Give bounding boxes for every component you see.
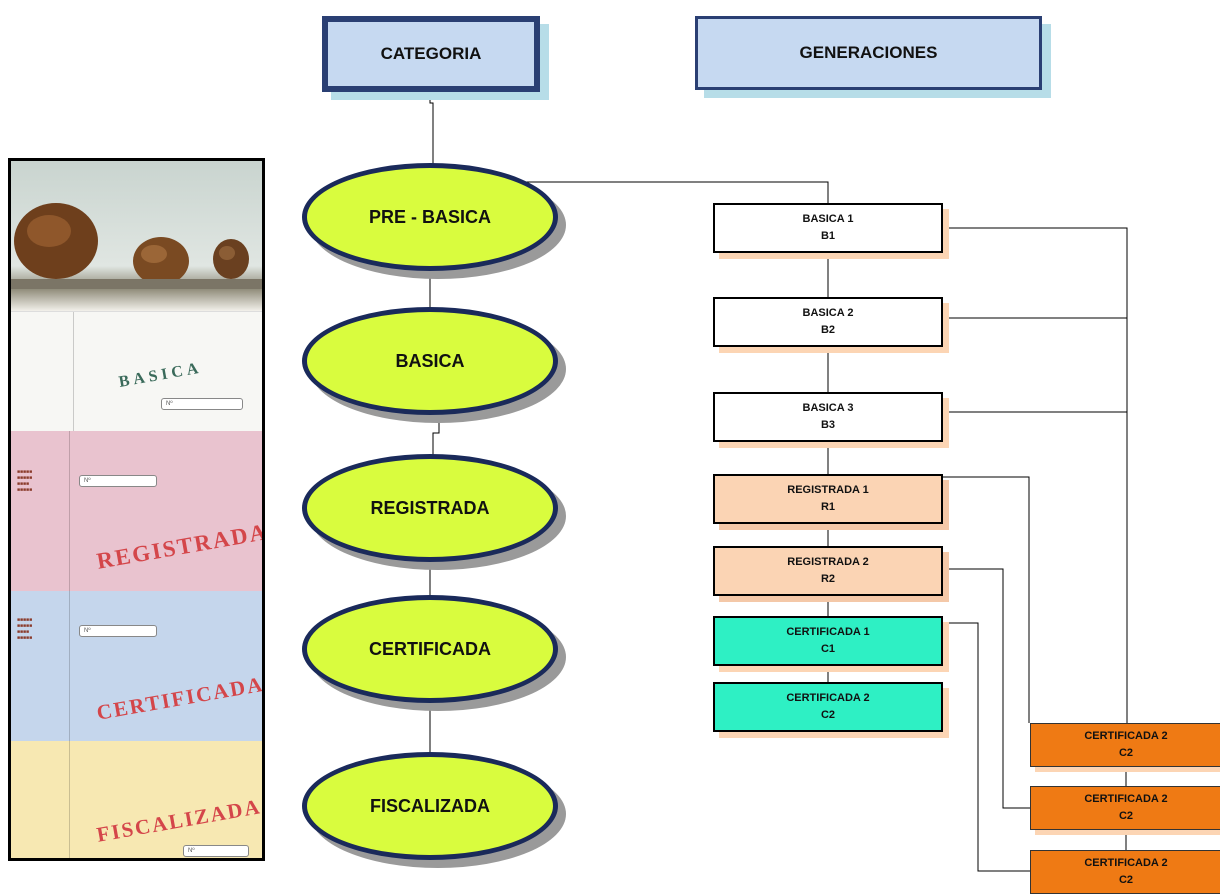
generation-certificada-1: CERTIFICADA 1 C1 [713,616,943,666]
header-generaciones-label: GENERACIONES [799,43,938,62]
tag-number-box: Nº [79,625,157,637]
generation-name: BASICA 1 [802,213,854,225]
output-code: C2 [1118,874,1134,886]
generation-certificada-2: CERTIFICADA 2 C2 [713,682,943,732]
tag-basica: BASICA Nº [11,311,262,431]
connector-r1-out1 [942,476,1030,723]
generation-code: R1 [820,501,836,513]
generation-code: B2 [820,324,836,336]
category-label: PRE - BASICA [368,206,491,227]
category-label: REGISTRADA [370,497,490,518]
tag-seal: ■■■■■■■■■■■■■■■■■■■ [17,617,33,641]
tag-number-box: Nº [79,475,157,487]
category-fiscalizada: FISCALIZADA [302,752,558,860]
header-categoria-label: CATEGORIA [380,44,482,63]
generation-code: C2 [820,709,836,721]
connector-c1-out3 [942,622,1030,872]
connector-r2-out2 [942,568,1030,809]
tag-seal: ■■■■■■■■■■■■■■■■■■■ [17,469,33,493]
generation-name: BASICA 3 [802,402,854,414]
tag-number-box: Nº [183,845,249,857]
potato-photo [11,161,262,311]
generation-code: C1 [820,643,836,655]
output-name: CERTIFICADA 2 [1084,730,1168,742]
generation-basica-2: BASICA 2 B2 [713,297,943,347]
header-categoria: CATEGORIA [322,16,540,92]
generation-basica-3: BASICA 3 B3 [713,392,943,442]
tag-fiscalizada-stamp: FISCALIZADA [94,794,262,847]
tag-basica-stamp: BASICA [117,359,204,391]
generation-basica-1: BASICA 1 B1 [713,203,943,253]
generation-name: CERTIFICADA 1 [786,626,870,638]
output-name: CERTIFICADA 2 [1084,793,1168,805]
output-code: C2 [1118,747,1134,759]
category-label: CERTIFICADA [369,638,491,659]
tag-certificada: ■■■■■■■■■■■■■■■■■■■ Nº CERTIFICADA [11,591,262,741]
generation-name: CERTIFICADA 2 [786,692,870,704]
category-basica: BASICA [302,307,558,415]
category-label: BASICA [395,350,465,371]
category-label: FISCALIZADA [370,795,490,816]
potato-image [11,203,262,289]
output-certificada-2-c: CERTIFICADA 2 C2 [1030,850,1220,894]
generation-code: B1 [820,230,836,242]
category-registrada: REGISTRADA [302,454,558,562]
generation-code: R2 [820,573,836,585]
output-certificada-2-a: CERTIFICADA 2 C2 [1030,723,1220,767]
tag-registrada-stamp: REGISTRADA [94,519,262,574]
connector-categoria-prebasica [429,97,434,165]
category-certificada: CERTIFICADA [302,595,558,703]
tag-fiscalizada: FISCALIZADA Nº [11,741,262,858]
output-name: CERTIFICADA 2 [1084,857,1168,869]
generation-name: REGISTRADA 1 [787,484,869,496]
connector-prebasica-basica1 [504,175,829,203]
generation-name: REGISTRADA 2 [787,556,869,568]
output-code: C2 [1118,810,1134,822]
generation-code: B3 [820,419,836,431]
generation-registrada-1: REGISTRADA 1 R1 [713,474,943,524]
generation-name: BASICA 2 [802,307,854,319]
category-pre-basica: PRE - BASICA [302,163,558,271]
tag-certificada-stamp: CERTIFICADA [94,671,262,725]
tag-number-box: Nº [161,398,243,410]
header-generaciones: GENERACIONES [695,16,1042,90]
tag-registrada: ■■■■■■■■■■■■■■■■■■■ Nº REGISTRADA [11,431,262,591]
connector-b1-out1 [942,227,1128,723]
output-certificada-2-b: CERTIFICADA 2 C2 [1030,786,1220,830]
connector-basica-registrada [432,418,440,458]
seed-photo-strip: BASICA Nº ■■■■■■■■■■■■■■■■■■■ Nº REGISTR… [8,158,265,861]
generation-registrada-2: REGISTRADA 2 R2 [713,546,943,596]
